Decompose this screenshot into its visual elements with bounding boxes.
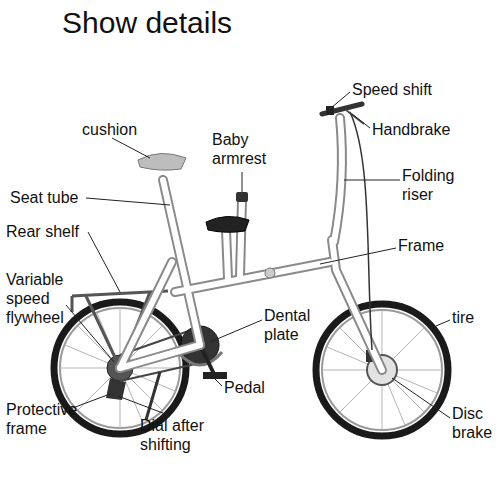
part-label: Dental plate xyxy=(264,306,326,344)
frame-outline xyxy=(120,118,382,370)
part-label: Folding riser xyxy=(402,166,472,204)
folding-riser xyxy=(334,118,342,242)
leader-line xyxy=(242,172,243,192)
leader-line xyxy=(392,378,450,418)
leader-line xyxy=(331,92,350,108)
leader-line xyxy=(352,114,370,128)
leader-line xyxy=(118,396,168,415)
armrest-post xyxy=(240,200,242,276)
part-label: tire xyxy=(452,308,497,327)
leader-lines xyxy=(62,92,450,418)
seatstay xyxy=(120,262,172,368)
part-label: Frame xyxy=(398,236,468,255)
part-label: Baby armrest xyxy=(212,130,292,168)
leader-line xyxy=(88,232,120,292)
leader-line xyxy=(436,320,450,326)
part-label: Handbrake xyxy=(372,120,472,139)
part-label: cushion xyxy=(82,120,162,139)
armrest-post xyxy=(240,200,242,276)
part-label: Rear shelf xyxy=(6,222,96,241)
pedal xyxy=(203,372,227,379)
kickstand xyxy=(146,372,160,420)
part-label: Pedal xyxy=(224,378,284,397)
rack-strut xyxy=(86,296,120,368)
part-label: Dial after shifting xyxy=(140,416,230,454)
leader-line xyxy=(344,180,400,181)
folding-riser xyxy=(334,118,342,242)
shifter xyxy=(326,106,334,115)
diagram-title: Show details xyxy=(62,6,232,39)
part-label: Seat tube xyxy=(10,188,100,207)
front-seat-post xyxy=(226,230,228,279)
brake-lever xyxy=(346,110,364,124)
part-label: Protective frame xyxy=(6,400,96,438)
main-tube xyxy=(175,262,330,292)
seatstay xyxy=(120,262,172,368)
part-label: Speed shift xyxy=(352,80,462,99)
baby-armrest-grip xyxy=(236,192,248,202)
brake-cable xyxy=(350,112,372,350)
leader-line xyxy=(66,305,114,362)
leader-line xyxy=(320,248,396,264)
handlebar xyxy=(322,104,362,114)
part-label: Variable speed flywheel xyxy=(6,270,81,328)
rack-end xyxy=(71,296,74,312)
part-label: Disc brake xyxy=(452,404,500,442)
leader-line xyxy=(214,378,222,386)
front-seat-post xyxy=(226,230,228,279)
main-tube xyxy=(175,262,330,292)
frame-fill xyxy=(120,118,382,370)
leader-line xyxy=(210,320,262,342)
leader-line xyxy=(86,198,170,205)
folding-hinge xyxy=(265,268,275,278)
leader-line xyxy=(112,138,150,158)
front-saddle xyxy=(206,216,249,232)
